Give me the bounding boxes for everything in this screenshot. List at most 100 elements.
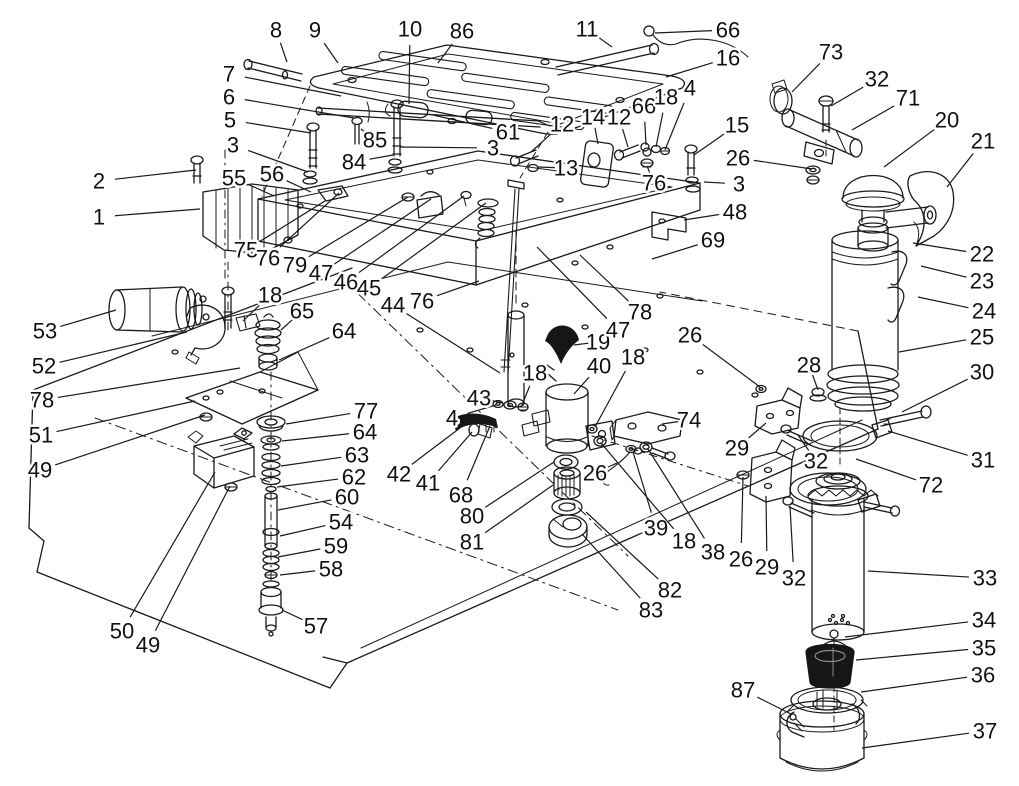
leader-line-40 — [573, 376, 590, 395]
part-label-45: 45 — [357, 276, 381, 301]
latch-rod — [315, 100, 551, 128]
seat-pan — [309, 44, 686, 135]
part-label-4: 4 — [446, 406, 458, 431]
part-label-16: 16 — [716, 46, 740, 71]
part-label-18: 18 — [654, 85, 678, 110]
part-label-49: 49 — [136, 633, 160, 658]
part-label-54: 54 — [329, 510, 353, 535]
part-label-5: 5 — [224, 108, 236, 133]
part-label-52: 52 — [32, 354, 56, 379]
leader-line-61 — [432, 114, 493, 130]
leader-line-46 — [358, 195, 465, 274]
part-label-19: 19 — [586, 330, 610, 355]
part-label-4: 4 — [684, 76, 696, 101]
leader-line-26 — [740, 476, 744, 544]
leader-line-9 — [323, 42, 339, 64]
leader-line-26 — [603, 462, 618, 470]
leader-line-8 — [279, 42, 288, 63]
leader-line-5 — [245, 121, 312, 134]
leader-line-45 — [381, 202, 487, 280]
part-label-7: 7 — [223, 62, 235, 87]
leader-line-13 — [537, 166, 555, 169]
part-label-24: 24 — [972, 299, 996, 324]
leader-line-75 — [259, 200, 326, 243]
part-label-66: 66 — [716, 18, 740, 43]
leader-line-57 — [281, 609, 303, 621]
part-label-34: 34 — [972, 608, 996, 633]
leader-line-32 — [789, 505, 794, 563]
part-label-26: 26 — [726, 146, 750, 171]
leader-line-11 — [596, 35, 613, 48]
leader-line-81 — [484, 484, 554, 534]
part-label-10: 10 — [398, 17, 422, 42]
part-label-18: 18 — [523, 361, 547, 386]
leader-line-4 — [467, 404, 497, 415]
part-label-76: 76 — [256, 246, 280, 271]
clamp-ring-36 — [786, 686, 868, 714]
part-label-80: 80 — [460, 504, 484, 529]
part-label-61: 61 — [496, 120, 520, 145]
leader-line-80 — [485, 461, 555, 508]
leader-line-26 — [753, 159, 813, 170]
leader-line-73 — [791, 63, 821, 93]
part-label-79: 79 — [283, 253, 307, 278]
leader-line-68 — [466, 425, 491, 481]
part-label-53: 53 — [33, 319, 57, 344]
leader-line-28 — [812, 374, 819, 391]
part-label-25: 25 — [970, 325, 994, 350]
leader-line-47 — [536, 246, 608, 319]
clutch-stack — [548, 454, 588, 548]
leader-line-3 — [247, 149, 309, 173]
leader-line-41 — [437, 431, 473, 472]
part-label-76: 76 — [410, 289, 434, 314]
clamp-52 — [185, 304, 226, 365]
leader-line-62 — [276, 478, 339, 488]
leader-line-21 — [946, 153, 974, 188]
leader-line-3 — [703, 181, 726, 184]
leader-line-76 — [279, 192, 340, 248]
leader-line-18 — [600, 442, 675, 530]
leader-line-51 — [56, 400, 196, 433]
part-label-15: 15 — [725, 113, 749, 138]
part-label-13: 13 — [554, 156, 578, 181]
leader-line-4 — [664, 102, 685, 151]
part-label-57: 57 — [304, 614, 328, 639]
part-label-58: 58 — [319, 557, 343, 582]
part-label-29: 29 — [725, 436, 749, 461]
leader-line-34 — [844, 621, 969, 638]
part-label-38: 38 — [701, 540, 725, 565]
part-label-8: 8 — [270, 18, 282, 43]
leader-line-59 — [277, 548, 321, 558]
leader-line-84 — [369, 154, 394, 160]
leader-line-7 — [244, 76, 342, 97]
part-label-28: 28 — [797, 353, 821, 378]
part-label-2: 2 — [93, 169, 105, 194]
leader-line-78 — [579, 254, 629, 302]
leader-line-64 — [278, 336, 330, 361]
leader-line-50 — [129, 471, 216, 618]
part-label-87: 87 — [731, 678, 755, 703]
part-label-63: 63 — [345, 443, 369, 468]
frame-tray — [257, 85, 701, 286]
part-label-32: 32 — [782, 566, 806, 591]
leader-line-14 — [594, 127, 599, 145]
bracket-74 — [609, 411, 683, 461]
leader-line-76 — [646, 165, 652, 177]
part-label-9: 9 — [309, 18, 321, 43]
leader-line-42 — [411, 427, 461, 465]
part-label-33: 33 — [973, 566, 997, 591]
part-label-51: 51 — [29, 423, 53, 448]
solenoid-53 — [108, 286, 210, 333]
leader-line-12 — [622, 128, 629, 148]
leader-line-22 — [912, 242, 967, 253]
leader-line-15 — [693, 133, 725, 156]
part-label-60: 60 — [335, 485, 359, 510]
leader-line-37 — [861, 732, 970, 749]
part-label-48: 48 — [723, 200, 747, 225]
leader-line-32 — [797, 434, 810, 451]
leader-line-26 — [702, 344, 761, 388]
canister-clamps — [736, 384, 932, 518]
part-label-71: 71 — [896, 86, 920, 111]
leader-line-18 — [594, 370, 626, 428]
part-label-1: 1 — [93, 205, 105, 230]
